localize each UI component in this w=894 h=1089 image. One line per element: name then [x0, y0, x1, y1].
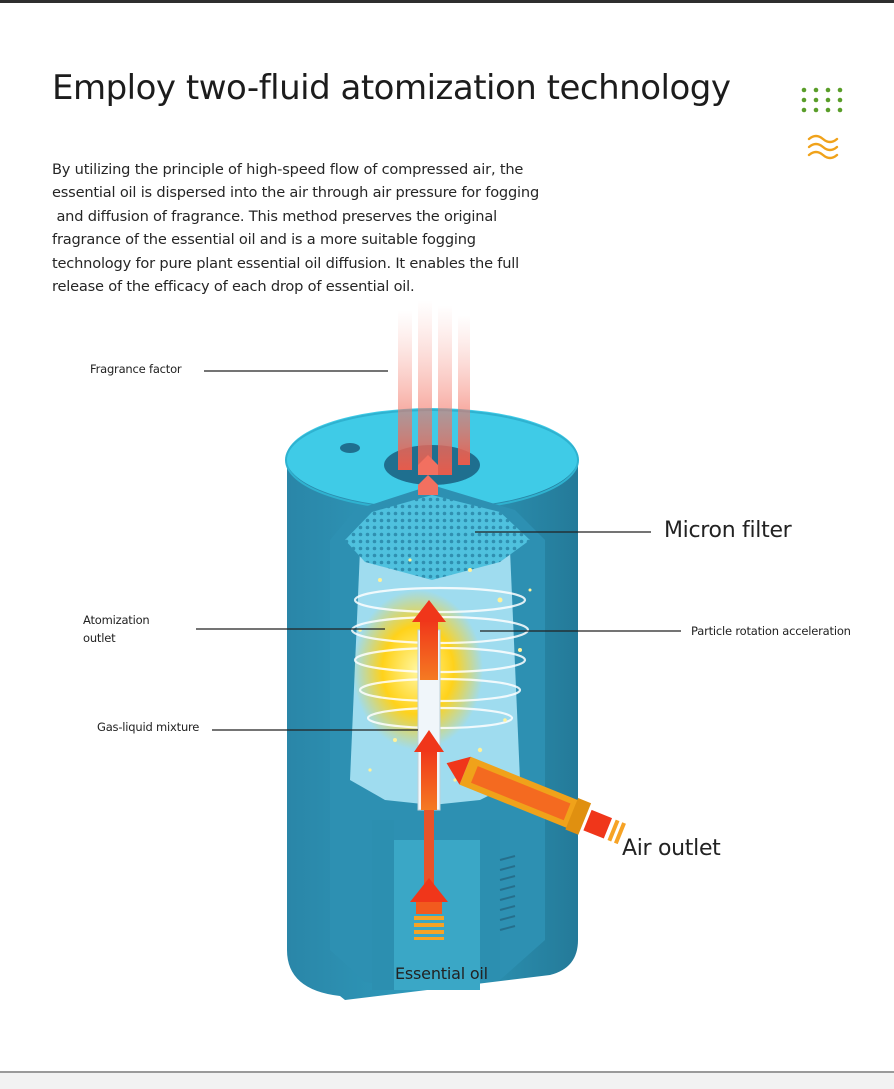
- intro-line: technology for pure plant essential oil …: [52, 254, 519, 272]
- label-particle-rotation: Particle rotation acceleration: [691, 624, 851, 638]
- label-gas-liquid: Gas-liquid mixture: [97, 720, 200, 734]
- label-fragrance-factor: Fragrance factor: [90, 362, 182, 376]
- label-essential-oil: Essential oil: [395, 964, 488, 983]
- wave-icon: [807, 134, 839, 160]
- label-micron-filter: Micron filter: [664, 518, 792, 543]
- label-atomization-outlet-line2: outlet: [83, 631, 116, 645]
- intro-line: fragrance of the essential oil and is a …: [52, 231, 476, 249]
- intro-line: release of the efficacy of each drop of …: [52, 278, 415, 296]
- top-rule: [0, 0, 894, 3]
- dot-grid-icon: [801, 87, 843, 113]
- page-title: Employ two-fluid atomization technology: [52, 68, 731, 108]
- intro-paragraph: By utilizing the principle of high-speed…: [52, 158, 582, 298]
- label-atomization-outlet-line1: Atomization: [83, 613, 150, 627]
- atomizer-cutaway-illustration: [196, 300, 681, 1000]
- intro-line: essential oil is dispersed into the air …: [52, 184, 540, 202]
- bottom-rule: [0, 1071, 894, 1073]
- bottom-band: [0, 1073, 894, 1089]
- intro-line: By utilizing the principle of high-speed…: [52, 161, 524, 178]
- intro-line: and diffusion of fragrance. This method …: [52, 207, 497, 225]
- label-air-outlet: Air outlet: [622, 836, 721, 861]
